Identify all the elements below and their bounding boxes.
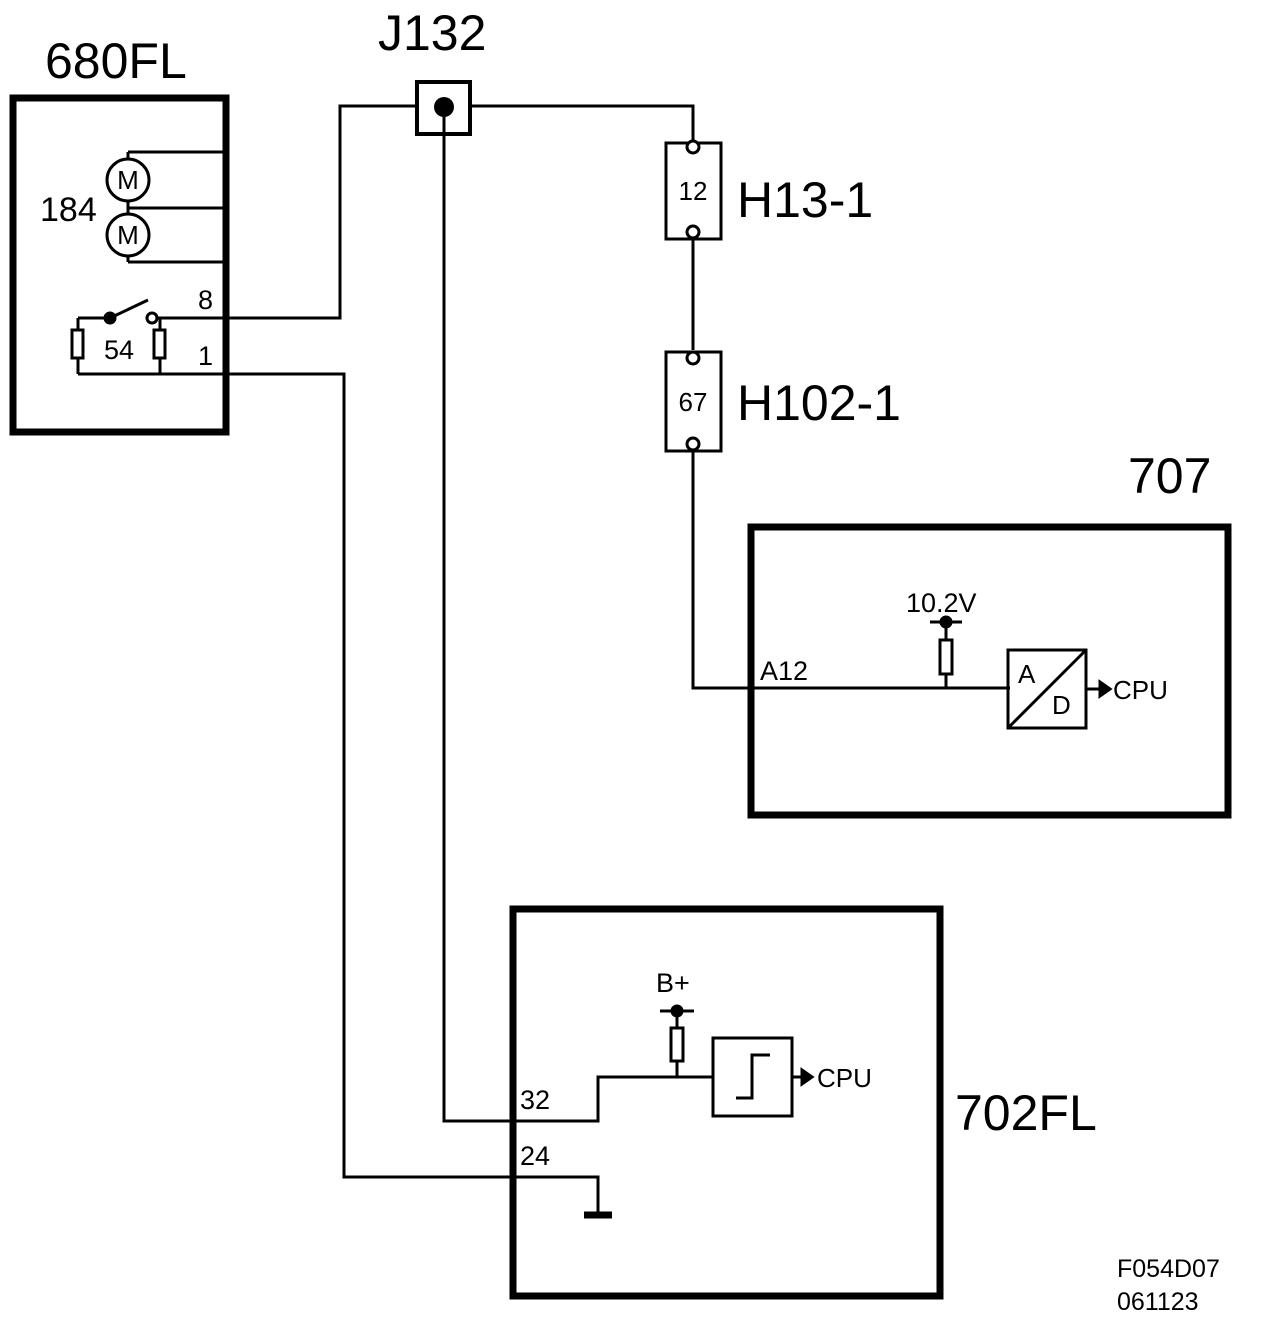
connector-h102-box [664,350,723,453]
connector-h13-pin: 12 [679,176,708,206]
label-j132: J132 [378,5,486,61]
pin-label-32: 32 [520,1085,550,1115]
figure-date: 061123 [1117,1288,1199,1316]
pin-label-8: 8 [198,285,213,315]
adc-label-a: A [1018,659,1036,689]
connector-h102-pin: 67 [679,387,708,417]
switch-symbol [70,298,224,376]
pullup-resistor-707 [930,615,962,688]
label-h102-1: H102-1 [737,375,901,431]
wires [224,104,1010,1213]
box-680fl [9,94,230,436]
box-702fl [509,905,944,1300]
connector-h102-1: 67 H102-1 [664,350,901,453]
schmitt-trigger-block [711,1036,815,1118]
motor-symbols [105,150,224,264]
label-680fl: 680FL [45,33,187,89]
junction-j132: J132 [378,5,486,136]
cpu-label-707: CPU [1113,675,1168,705]
pin-label-a12: A12 [760,656,808,686]
pullup-resistor-702 [660,1004,694,1077]
motor-symbol-label-2: M [117,220,139,250]
supply-label-b-plus: B+ [656,968,690,998]
figure-code: F054D07 [1117,1255,1220,1283]
adc-block [1006,648,1113,730]
component-680fl: 680FL M M 184 [9,33,230,436]
pin-label-1: 1 [198,341,213,371]
label-707: 707 [1128,448,1211,504]
junction-dot [434,97,454,117]
module-702fl: 702FL 32 24 B+ CPU [509,905,1097,1300]
cpu-label-702: CPU [817,1063,872,1093]
adc-label-d: D [1052,690,1071,720]
module-707: 707 A12 10.2V A D CPU [747,448,1232,819]
label-54: 54 [104,335,134,365]
label-184: 184 [40,191,97,229]
motor-symbol-label-1: M [117,165,139,195]
connector-h13-1: 12 H13-1 [664,139,873,241]
label-h13-1: H13-1 [737,172,873,228]
supply-label-10-2v: 10.2V [906,588,977,618]
label-702fl: 702FL [955,1085,1097,1141]
connector-h13-box [664,141,723,241]
box-707 [747,523,1232,819]
pin-label-24: 24 [520,1141,550,1171]
